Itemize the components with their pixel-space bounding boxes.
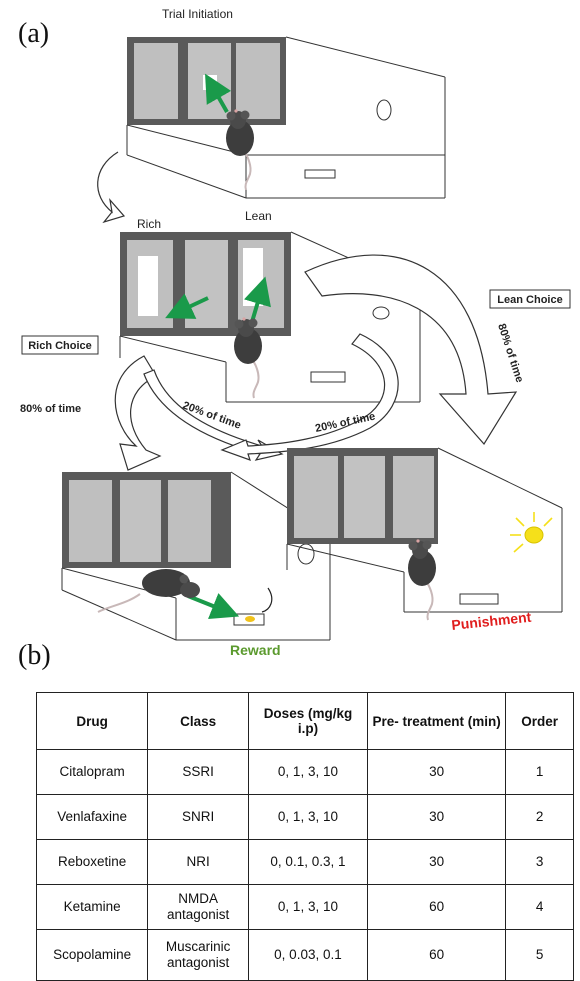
cell-class: NMDA antagonist <box>147 884 250 930</box>
pellet-drop-arrow <box>261 587 273 613</box>
cell-drug: Scopolamine <box>35 929 149 981</box>
panel-a-label: (a) <box>18 18 50 49</box>
reward-tray <box>310 371 346 383</box>
chamber-trial-initiation: Trial Initiation <box>126 7 446 199</box>
table-row: Reboxetine NRI 0, 0.1, 0.3, 1 30 3 <box>35 839 574 885</box>
chamber-choice: Rich Lean <box>119 209 421 403</box>
chamber-panel-left <box>69 480 112 562</box>
cell-drug: Venlafaxine <box>35 794 149 840</box>
rich-label: Rich <box>137 217 161 231</box>
reward-tray <box>459 593 499 605</box>
house-light-icon <box>510 512 553 553</box>
chamber-panel-center <box>344 456 385 538</box>
mouse-icon <box>97 569 200 613</box>
lean-choice-arrow-curve <box>304 254 518 446</box>
food-magazine <box>372 306 390 320</box>
rich-choice-arrow-curve <box>114 355 162 471</box>
cell-pretreatment: 30 <box>366 749 507 795</box>
cell-drug: Ketamine <box>35 884 149 930</box>
lean-choice-box <box>489 289 571 309</box>
table-header-row: Drug Class Doses (mg/kg i.p) Pre- treatm… <box>35 692 574 750</box>
cell-pretreatment: 60 <box>366 884 507 930</box>
chamber-reward: Reward <box>61 471 331 658</box>
drug-table: Drug Class Doses (mg/kg i.p) Pre- treatm… <box>35 692 574 981</box>
cell-order: 4 <box>505 884 574 930</box>
cell-order: 2 <box>505 794 574 840</box>
cell-class: SSRI <box>147 749 250 795</box>
cell-class: Muscarinic antagonist <box>147 929 250 981</box>
rich-choice-arrow <box>165 293 209 319</box>
table-row: Citalopram SSRI 0, 1, 3, 10 30 1 <box>35 749 574 795</box>
header-pretreatment: Pre- treatment (min) <box>366 692 507 750</box>
lean-choice-arrow <box>244 276 271 323</box>
table-row: Venlafaxine SNRI 0, 1, 3, 10 30 2 <box>35 794 574 840</box>
cell-pretreatment: 30 <box>366 839 507 885</box>
cell-doses: 0, 1, 3, 10 <box>248 794 368 840</box>
mouse-icon <box>407 538 437 621</box>
table-row: Scopolamine Muscarinic antagonist 0, 0.0… <box>35 929 574 981</box>
food-pellet <box>245 616 255 622</box>
cell-order: 5 <box>505 929 574 981</box>
header-order: Order <box>505 692 574 750</box>
curved-arrow-next-stage <box>97 151 126 224</box>
cell-pretreatment: 30 <box>366 794 507 840</box>
chamber-panel-left <box>294 456 338 538</box>
chamber-panel-right <box>393 456 434 538</box>
chamber-panel-right <box>168 480 211 562</box>
lean-choice-label: Lean Choice <box>497 294 562 306</box>
rich-probability-label: 80% of time <box>20 403 81 415</box>
panel-b-label: (b) <box>18 640 51 671</box>
lean-to-reward-arrow <box>220 333 399 461</box>
behavioral-task-diagram: Trial Initiation Rich Lean Lean Choice 8… <box>20 7 571 658</box>
cell-drug: Reboxetine <box>35 839 149 885</box>
chamber-panel-right <box>236 43 280 119</box>
cell-order: 1 <box>505 749 574 795</box>
food-magazine <box>376 99 392 121</box>
header-doses: Doses (mg/kg i.p) <box>248 692 368 750</box>
chamber-punishment: Punishment <box>286 447 563 633</box>
cell-drug: Citalopram <box>35 749 149 795</box>
cell-pretreatment: 60 <box>366 929 507 981</box>
cell-doses: 0, 1, 3, 10 <box>248 749 368 795</box>
cell-doses: 0, 0.03, 0.1 <box>248 929 368 981</box>
reward-label: Reward <box>230 642 281 658</box>
rich-choice-box <box>21 335 99 355</box>
lean-label: Lean <box>245 209 272 223</box>
rich-choice-label: Rich Choice <box>28 340 92 352</box>
collect-reward-arrow <box>187 593 240 620</box>
table-row: Ketamine NMDA antagonist 0, 1, 3, 10 60 … <box>35 884 574 930</box>
chamber-panel-center <box>120 480 161 562</box>
header-class: Class <box>147 692 250 750</box>
cell-order: 3 <box>505 839 574 885</box>
cell-class: NRI <box>147 839 250 885</box>
rich-aperture <box>138 256 158 316</box>
lean-probability-label: 80% of time <box>495 322 525 384</box>
trial-initiation-label: Trial Initiation <box>162 7 233 21</box>
header-drug: Drug <box>35 692 149 750</box>
chamber-panel-left <box>134 43 178 119</box>
nose-poke-arrow <box>205 73 232 113</box>
cell-doses: 0, 0.1, 0.3, 1 <box>248 839 368 885</box>
reward-tray <box>304 169 336 179</box>
cell-doses: 0, 1, 3, 10 <box>248 884 368 930</box>
center-panel <box>185 240 228 328</box>
cell-class: SNRI <box>147 794 250 840</box>
